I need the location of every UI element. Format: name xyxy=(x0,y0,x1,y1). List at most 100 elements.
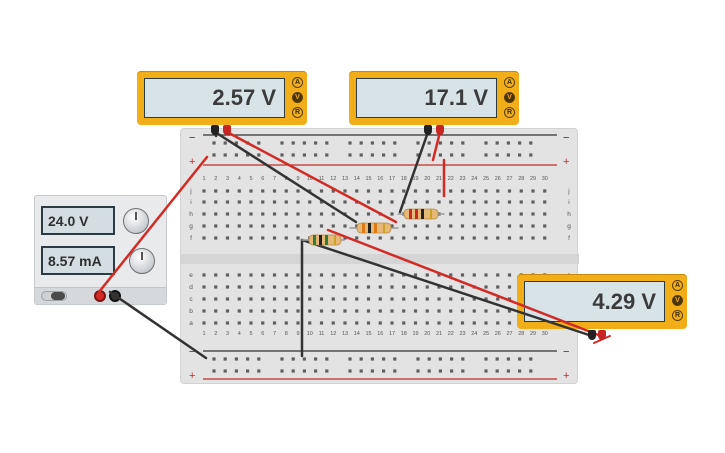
multimeter-1[interactable]: 2.57 V A V R xyxy=(137,71,307,125)
terminal-hole[interactable] xyxy=(390,200,394,204)
terminal-hole[interactable] xyxy=(390,236,394,240)
terminal-hole[interactable] xyxy=(460,200,465,204)
terminal-hole[interactable] xyxy=(460,236,465,240)
negative-terminal[interactable] xyxy=(109,290,121,302)
terminal-hole[interactable] xyxy=(296,309,300,313)
multimeter-2-mode-a[interactable]: A xyxy=(504,77,515,88)
terminal-hole[interactable] xyxy=(449,236,453,240)
terminal-hole[interactable] xyxy=(519,212,523,216)
terminal-hole[interactable] xyxy=(214,189,218,193)
rail-hole-bottom-minus[interactable] xyxy=(370,357,374,361)
terminal-hole[interactable] xyxy=(472,285,476,289)
terminal-hole[interactable] xyxy=(425,236,429,240)
rail-hole-bottom-plus[interactable] xyxy=(529,369,533,373)
rail-hole-bottom-minus[interactable] xyxy=(427,357,431,361)
terminal-hole[interactable] xyxy=(425,321,429,325)
terminal-hole[interactable] xyxy=(543,189,547,193)
rail-hole-bottom-plus[interactable] xyxy=(257,369,261,373)
terminal-hole[interactable] xyxy=(284,285,288,289)
terminal-hole[interactable] xyxy=(261,297,265,301)
terminal-hole[interactable] xyxy=(413,309,418,313)
rail-hole-top-plus[interactable] xyxy=(427,153,431,157)
terminal-hole[interactable] xyxy=(519,224,523,228)
terminal-hole[interactable] xyxy=(237,212,241,216)
terminal-hole[interactable] xyxy=(343,297,347,301)
rail-hole-bottom-plus[interactable] xyxy=(484,369,488,373)
multimeter-1-mode-r[interactable]: R xyxy=(292,107,303,118)
terminal-hole[interactable] xyxy=(355,236,359,240)
multimeter-3-mode-v[interactable]: V xyxy=(672,295,683,306)
terminal-hole[interactable] xyxy=(261,321,265,325)
terminal-hole[interactable] xyxy=(413,200,418,204)
terminal-hole[interactable] xyxy=(484,309,488,313)
rail-hole-top-plus[interactable] xyxy=(246,153,250,157)
terminal-hole[interactable] xyxy=(378,273,382,277)
rail-hole-top-minus[interactable] xyxy=(393,141,397,145)
rail-hole-bottom-minus[interactable] xyxy=(291,357,295,361)
terminal-hole[interactable] xyxy=(319,212,324,216)
terminal-hole[interactable] xyxy=(343,200,347,204)
terminal-hole[interactable] xyxy=(261,189,265,193)
rail-hole-top-minus[interactable] xyxy=(427,141,431,145)
terminal-hole[interactable] xyxy=(214,309,218,313)
terminal-hole[interactable] xyxy=(531,212,535,216)
terminal-hole[interactable] xyxy=(390,189,394,193)
terminal-hole[interactable] xyxy=(249,224,253,228)
rail-hole-top-minus[interactable] xyxy=(529,141,533,145)
rail-hole-bottom-plus[interactable] xyxy=(506,369,510,373)
terminal-hole[interactable] xyxy=(507,212,512,216)
terminal-hole[interactable] xyxy=(355,309,359,313)
terminal-hole[interactable] xyxy=(366,189,371,193)
terminal-hole[interactable] xyxy=(496,285,500,289)
terminal-hole[interactable] xyxy=(319,273,324,277)
terminal-hole[interactable] xyxy=(449,189,453,193)
terminal-hole[interactable] xyxy=(272,200,277,204)
terminal-hole[interactable] xyxy=(437,224,441,228)
rail-hole-bottom-plus[interactable] xyxy=(495,369,499,373)
rail-hole-bottom-plus[interactable] xyxy=(416,369,420,373)
terminal-hole[interactable] xyxy=(531,200,535,204)
terminal-hole[interactable] xyxy=(390,273,394,277)
terminal-hole[interactable] xyxy=(460,212,465,216)
terminal-hole[interactable] xyxy=(366,224,371,228)
terminal-hole[interactable] xyxy=(331,200,335,204)
terminal-hole[interactable] xyxy=(460,285,465,289)
terminal-hole[interactable] xyxy=(413,224,418,228)
rail-hole-top-plus[interactable] xyxy=(382,153,386,157)
meter1-probe-black[interactable] xyxy=(211,125,219,135)
rail-hole-top-plus[interactable] xyxy=(393,153,397,157)
rail-hole-top-minus[interactable] xyxy=(280,141,284,145)
rail-hole-top-plus[interactable] xyxy=(518,153,522,157)
terminal-hole[interactable] xyxy=(237,200,241,204)
terminal-hole[interactable] xyxy=(472,321,476,325)
terminal-hole[interactable] xyxy=(202,321,206,325)
terminal-hole[interactable] xyxy=(507,285,512,289)
terminal-hole[interactable] xyxy=(437,297,441,301)
terminal-hole[interactable] xyxy=(472,212,476,216)
terminal-hole[interactable] xyxy=(378,189,382,193)
terminal-hole[interactable] xyxy=(507,297,512,301)
terminal-hole[interactable] xyxy=(331,212,335,216)
terminal-hole[interactable] xyxy=(296,285,300,289)
rail-hole-bottom-minus[interactable] xyxy=(506,357,510,361)
terminal-hole[interactable] xyxy=(484,285,488,289)
terminal-hole[interactable] xyxy=(484,297,488,301)
terminal-hole[interactable] xyxy=(284,273,288,277)
terminal-hole[interactable] xyxy=(284,212,288,216)
terminal-hole[interactable] xyxy=(366,200,371,204)
multimeter-3[interactable]: 4.29 V A V R xyxy=(517,274,687,329)
rail-hole-top-plus[interactable] xyxy=(506,153,510,157)
terminal-hole[interactable] xyxy=(343,236,347,240)
breadboard-holes[interactable]: 1122334455667788991010111112121313141415… xyxy=(181,129,579,385)
rail-hole-top-plus[interactable] xyxy=(348,153,352,157)
terminal-hole[interactable] xyxy=(425,273,429,277)
terminal-hole[interactable] xyxy=(496,200,500,204)
rail-hole-bottom-plus[interactable] xyxy=(438,369,442,373)
terminal-hole[interactable] xyxy=(507,273,512,277)
terminal-hole[interactable] xyxy=(214,212,218,216)
rail-hole-bottom-minus[interactable] xyxy=(234,357,238,361)
terminal-hole[interactable] xyxy=(449,273,453,277)
rail-hole-top-plus[interactable] xyxy=(234,153,238,157)
terminal-hole[interactable] xyxy=(308,200,312,204)
terminal-hole[interactable] xyxy=(261,212,265,216)
